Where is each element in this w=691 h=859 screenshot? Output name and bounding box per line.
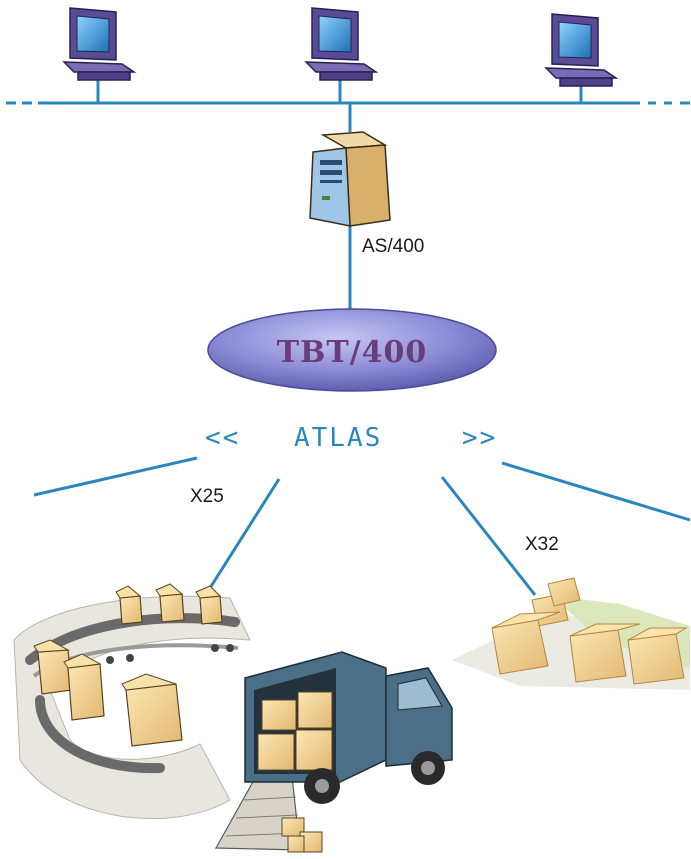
lan-bus: [6, 78, 690, 310]
server-label: AS/400: [362, 236, 424, 257]
x25-label: X25: [190, 486, 224, 507]
left-arrows-label: <<: [205, 423, 240, 453]
conveyor-boxes-illustration: [13, 583, 251, 820]
desktop-computer-icon: [544, 13, 619, 87]
warehouse-parcels-illustration: [452, 577, 690, 690]
wan-links: [33, 456, 691, 596]
desktop-computer-icon: [62, 7, 137, 81]
workstation-1: [62, 7, 137, 81]
gateway: TBT/400: [207, 308, 497, 392]
server: AS/400: [309, 131, 424, 257]
gateway-ellipse: [207, 308, 497, 392]
workstation-3: [544, 13, 619, 87]
right-arrows-label: >>: [462, 423, 497, 453]
delivery-truck-illustration: [214, 651, 453, 853]
tower-server-icon: [309, 131, 391, 227]
gateway-label: TBT/400: [277, 335, 428, 370]
x32-label: X32: [525, 534, 559, 555]
network-label: ATLAS: [294, 423, 382, 453]
workstation-2: [304, 7, 379, 81]
desktop-computer-icon: [304, 7, 379, 81]
